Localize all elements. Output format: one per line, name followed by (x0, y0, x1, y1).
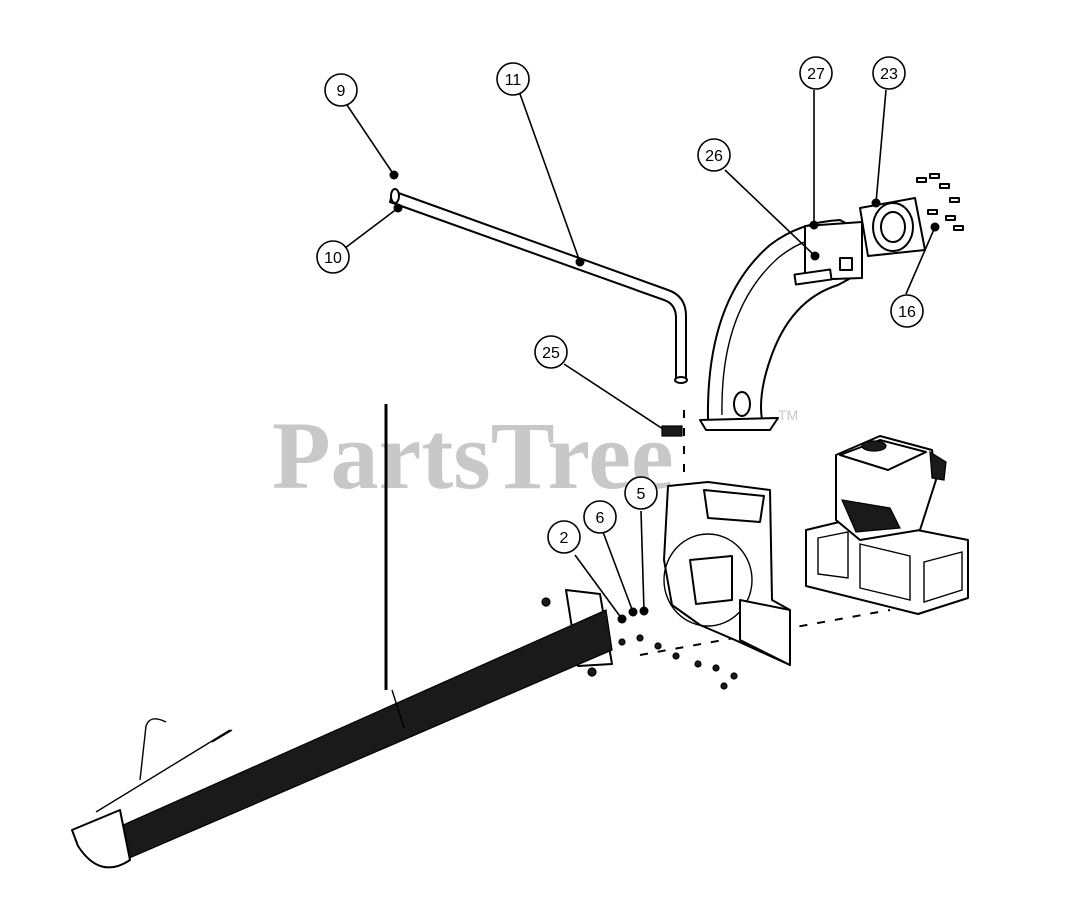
callout-label: 27 (807, 66, 825, 83)
hardware-piece (927, 209, 938, 215)
watermark-text: PartsTree (272, 402, 674, 509)
hardware-nut (730, 672, 738, 680)
flange-bolt (541, 597, 551, 607)
discharge-chute[interactable] (699, 219, 863, 431)
hardware-nut (720, 682, 728, 690)
adapter-hardware (916, 173, 964, 231)
leader-26 (724, 169, 816, 257)
callout-16[interactable]: 16 (890, 294, 924, 328)
chute-flange-adapter[interactable] (859, 197, 926, 257)
callout-9[interactable]: 9 (324, 73, 358, 107)
leader-dot-6 (628, 607, 638, 617)
housing-mount-foot (739, 599, 791, 666)
hardware-nut (654, 642, 662, 650)
leader-dot-9 (389, 170, 399, 180)
leader-dot-10 (393, 203, 403, 213)
hardware-nut (636, 634, 644, 642)
leader-dot-16 (930, 222, 940, 232)
hardware-piece (953, 225, 964, 231)
leader-5 (640, 510, 645, 612)
callout-label: 9 (337, 83, 346, 100)
watermark: PartsTree TM (272, 402, 798, 509)
tube-handle[interactable] (389, 188, 688, 384)
intake-hose[interactable] (71, 404, 613, 869)
callout-label: 5 (637, 486, 646, 503)
callout-11[interactable]: 11 (496, 62, 530, 96)
nozzle-handle-bar (95, 729, 231, 813)
callout-2[interactable]: 2 (547, 520, 581, 554)
housing-hardware (618, 634, 738, 690)
callout-label: 16 (898, 304, 916, 321)
nozzle-handle[interactable] (95, 718, 233, 813)
callout-label: 10 (324, 250, 342, 267)
callout-10[interactable]: 10 (316, 240, 350, 274)
hardware-nut (694, 660, 702, 668)
engine-fuel-cap (861, 440, 887, 452)
engine[interactable] (835, 435, 947, 541)
leader-dot-5 (639, 606, 649, 616)
hardware-piece (939, 183, 950, 189)
frame-window-right (923, 551, 963, 603)
callout-26[interactable]: 26 (697, 138, 731, 172)
nozzle-handle-end (211, 729, 233, 743)
engine-muffler (929, 450, 947, 481)
frame-window-left (817, 531, 849, 579)
callout-label: 25 (542, 345, 560, 362)
callout-bubbles: 9 11 10 27 23 26 16 25 (316, 56, 924, 554)
tube-handle-foot (674, 376, 688, 384)
leader-10 (344, 207, 399, 249)
callout-label: 6 (596, 510, 605, 527)
chute-slot (793, 268, 833, 286)
callout-label: 11 (505, 72, 522, 89)
leader-25 (563, 363, 667, 432)
callout-5[interactable]: 5 (624, 476, 658, 510)
bolt-25 (661, 425, 683, 437)
hose-band (391, 689, 405, 729)
hardware-piece (945, 215, 956, 221)
hardware-nut (712, 664, 720, 672)
chute-side-slot (839, 257, 853, 271)
leader-dot-27 (809, 220, 819, 230)
housing-inlet-box (689, 555, 733, 605)
callout-label: 2 (560, 530, 569, 547)
hose-nozzle (71, 809, 131, 869)
tube-handle-end (390, 188, 400, 204)
callout-6[interactable]: 6 (583, 500, 617, 534)
leader-dot-26 (810, 251, 820, 261)
leader-dot-2 (617, 614, 627, 624)
callout-25[interactable]: 25 (534, 335, 568, 369)
hardware-piece (916, 177, 927, 183)
adapter-opening (880, 211, 906, 243)
housing-top-opening (703, 489, 765, 523)
nozzle-handle-grip (139, 718, 167, 781)
chute-base-flange (699, 417, 779, 431)
flange-bolt (587, 667, 597, 677)
leader-9 (346, 104, 395, 176)
hardware-nut (618, 638, 626, 646)
watermark-trademark: TM (778, 407, 798, 423)
leader-23 (875, 89, 887, 204)
leader-16 (905, 226, 936, 295)
callout-23[interactable]: 23 (872, 56, 906, 90)
hose-body (92, 609, 613, 863)
housing-scroll (663, 533, 753, 627)
leader-11 (519, 93, 581, 263)
callout-label: 26 (705, 148, 723, 165)
hardware-piece (949, 197, 960, 203)
leader-2 (574, 554, 623, 620)
blower-housing[interactable] (663, 481, 791, 666)
callout-27[interactable]: 27 (799, 56, 833, 90)
fasteners (661, 425, 683, 437)
hardware-nut (672, 652, 680, 660)
leader-dot-11 (575, 257, 585, 267)
leader-6 (602, 531, 634, 613)
hardware-piece (929, 173, 940, 179)
leader-dot-23 (871, 198, 881, 208)
engine-base (841, 499, 901, 533)
chute-base-hole (733, 391, 751, 417)
callout-label: 23 (880, 66, 898, 83)
frame-window-front (859, 543, 911, 601)
